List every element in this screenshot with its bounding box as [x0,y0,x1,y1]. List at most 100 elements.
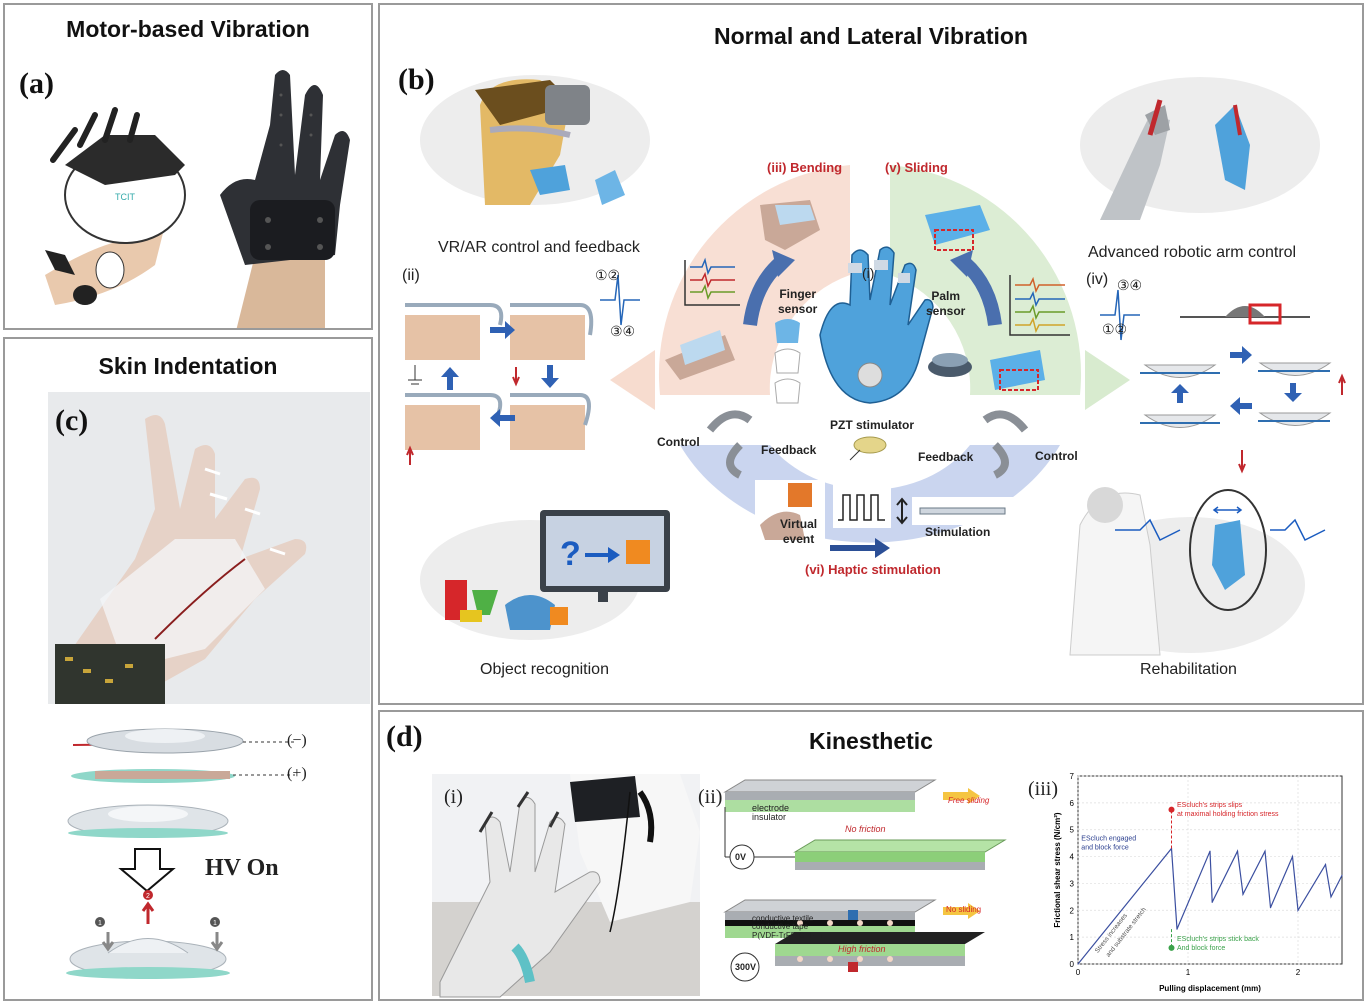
plus-terminal-label: (+) [287,765,307,782]
center-i-label: (i) [862,265,875,281]
data-point [1330,896,1332,898]
svg-text:2: 2 [146,893,150,900]
y-tick-label: 0 [1070,960,1075,969]
three-hundred-v-label: 300V [735,962,757,972]
stick-marker [1168,944,1175,951]
no-friction-label: No friction [845,824,886,834]
rehab-caption: Rehabilitation [1140,661,1237,678]
esclutch-schematic [723,779,1007,982]
down-arrow-icon [118,848,176,893]
panel-c-label: (c) [55,404,89,437]
question-mark: ? [560,535,581,573]
no-sliding-label: No sliding [946,905,982,914]
y-tick-label: 3 [1070,879,1075,888]
control-right-label: Control [1035,449,1078,463]
panel-d: Kinesthetic (d) [378,710,1364,1001]
haptic-system-diagram: ? [405,75,1346,656]
x-tick-label: 0 [1076,968,1081,977]
sub-iii-label: (iii) [1028,778,1058,800]
zero-v-label: 0V [735,852,747,862]
x-axis-label: Pulling displacement (mm) [1159,984,1261,993]
bending-label: (iii) Bending [767,160,843,175]
sub-i-label: (i) [444,786,463,808]
black-glove-image [220,70,350,328]
series-line [1077,846,1343,965]
svg-text:TCIT: TCIT [115,192,135,202]
feedback-right-label: Feedback [918,450,974,464]
data-point [1209,850,1211,852]
control-left-label: Control [657,435,700,449]
conductive-textile-label: conductive textile [752,914,814,923]
panel-d-title: Kinesthetic [809,728,933,754]
panel-b-title: Normal and Lateral Vibration [714,23,1028,49]
panel-b: Normal and Lateral Vibration (b) ? [378,3,1364,705]
iv-label: (iv) [1086,271,1109,288]
panel-a-title: Motor-based Vibration [66,16,310,42]
annotation-engaged-1: EScluch engaged [1081,835,1136,842]
data-point [1297,909,1299,911]
sliding-steps-top: ③④ [1117,277,1143,293]
annotation-stick-1: EScluch's strips stick back [1177,936,1259,943]
exoskeleton-glove-image: TCIT [45,107,186,305]
sliding-steps-bottom: ①② [1102,321,1128,337]
data-point [1077,963,1079,965]
annotation-slip-1: EScluch's strips slips [1177,802,1243,809]
data-point [1269,907,1272,909]
palm-sensor-label: Palm sensor [926,289,966,318]
free-sliding-label: Free sliding [948,796,990,805]
feedback-left-label: Feedback [761,443,817,457]
y-tick-label: 6 [1070,799,1075,808]
annotation-engaged-2: and block force [1081,844,1129,851]
high-friction-label: High friction [838,944,886,954]
panel-d-label: (d) [386,720,423,753]
hv-on-label: HV On [205,855,279,881]
slip-marker [1168,806,1175,813]
bending-steps-bottom: ③④ [610,323,636,339]
virtual-event-label: Virtual event [780,517,818,546]
vr-caption: VR/AR control and feedback [438,239,640,256]
stimulation-label: Stimulation [925,525,991,539]
x-tick-label: 2 [1296,968,1301,977]
data-point [1242,893,1244,895]
y-tick-label: 5 [1070,826,1075,835]
robot-caption: Advanced robotic arm control [1088,244,1297,261]
data-point [1236,850,1239,852]
data-point [1176,928,1178,930]
bending-steps-top: ①② [595,267,621,283]
panel-a-label: (a) [19,67,54,100]
y-axis-label: Frictional shear stress (N/cm²) [1053,812,1062,927]
haptic-label: (vi) Haptic stimulation [805,562,941,577]
data-point [1211,901,1213,903]
y-tick-label: 4 [1070,853,1075,862]
panel-a: Motor-based Vibration (a) TCIT [3,3,373,330]
data-point [1324,864,1327,866]
annotation-stick-2: And block force [1177,945,1225,952]
annotation-slip-2: at maximal holding friction stress [1177,811,1279,818]
y-tick-label: 2 [1070,906,1075,915]
finger-sensor-label: Finger sensor [778,287,818,316]
motor-glove-illustration: TCIT [45,70,350,328]
object-caption: Object recognition [480,661,609,678]
sliding-schematic [1140,303,1346,474]
data-point [1341,874,1343,876]
x-tick-label: 1 [1186,968,1191,977]
ii-label: (ii) [402,267,420,284]
y-tick-label: 7 [1070,772,1075,781]
panel-b-label: (b) [398,63,435,96]
pvdf-label: P(VDF-TrFE-CTFE) [752,931,823,940]
conductive-tape-label: conductive tape [752,922,809,931]
insulator-label: insulator [752,812,787,822]
bending-schematic [405,303,594,465]
sub-ii-label: (ii) [698,786,723,808]
y-tick-label: 1 [1070,933,1075,942]
svg-text:1: 1 [98,920,102,927]
data-point [1264,850,1266,852]
panel-c-title: Skin Indentation [98,353,278,379]
svg-text:1: 1 [213,920,217,927]
pzt-label: PZT stimulator [830,418,915,432]
minus-terminal-label: (−) [287,732,307,749]
data-point [1291,855,1294,858]
panel-c: Skin Indentation (c) 1 1 2 (−) (+) [3,337,373,1001]
